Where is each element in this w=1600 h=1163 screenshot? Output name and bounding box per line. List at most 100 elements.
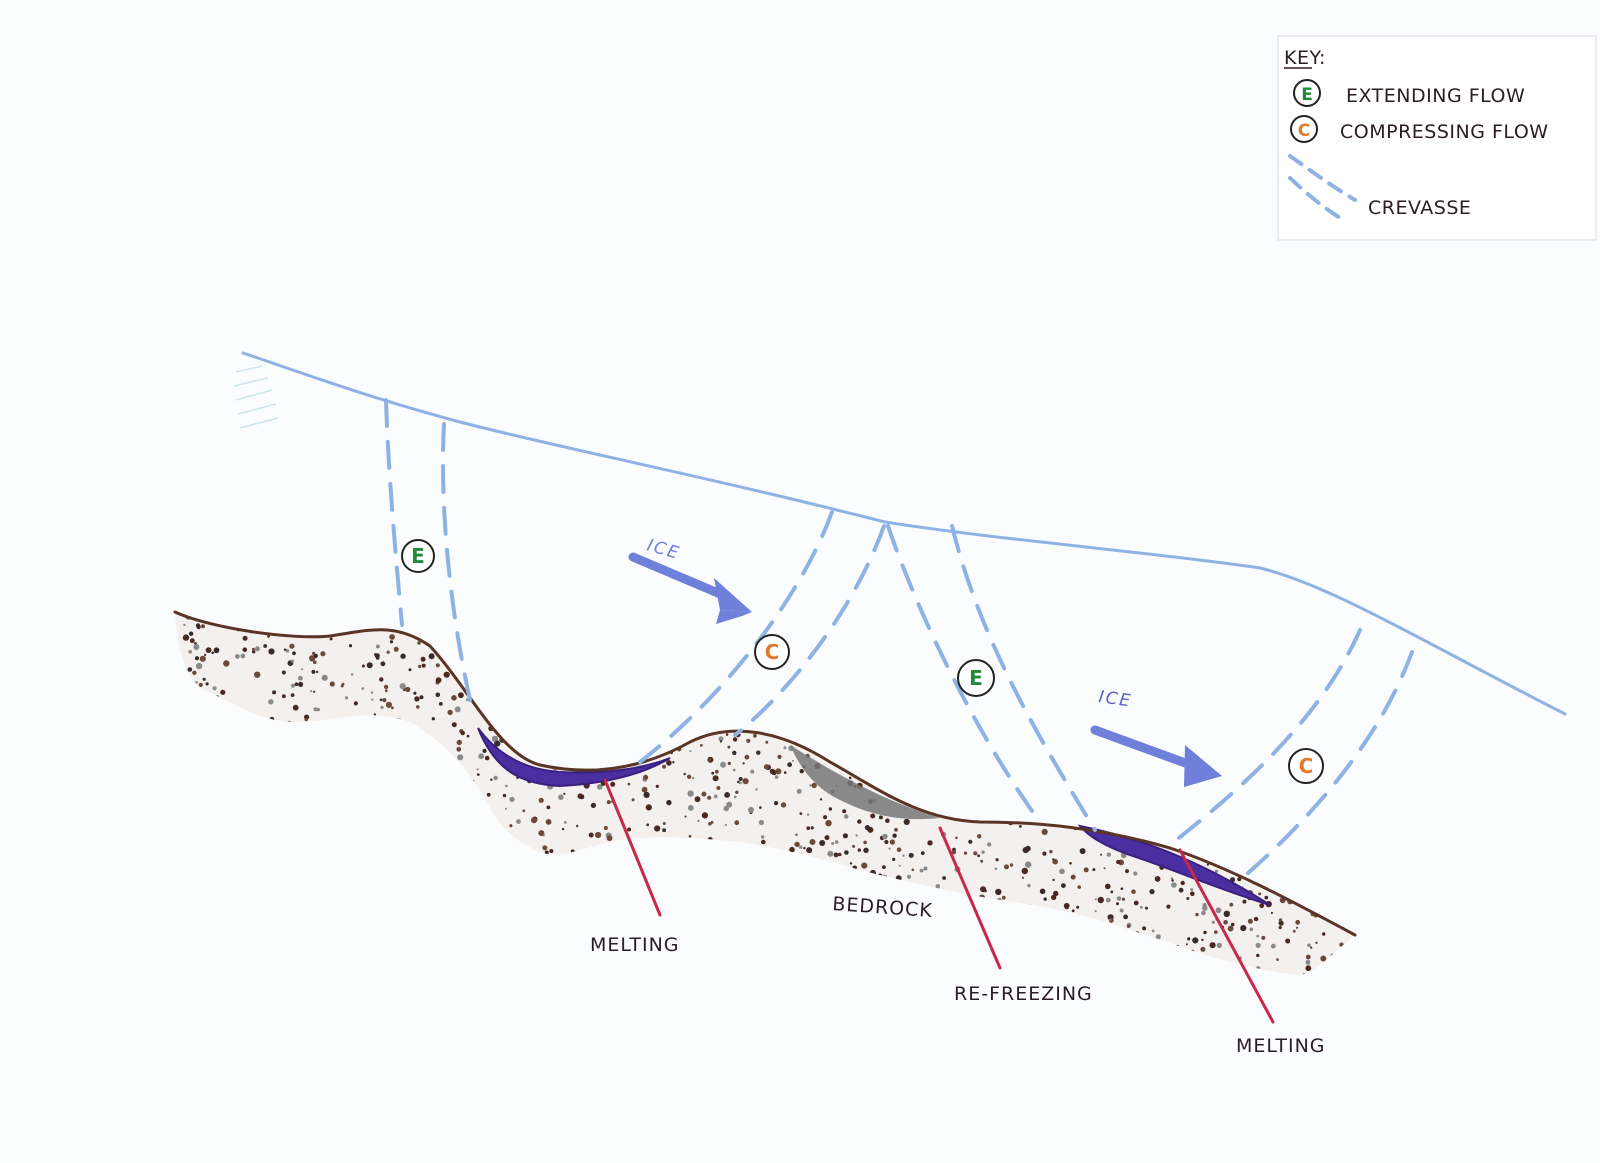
bedrock-speckle [460, 971, 466, 975]
bedrock-speckle [229, 931, 232, 935]
bedrock-speckle [549, 849, 554, 853]
bedrock-speckle [1175, 944, 1180, 949]
bedrock-speckle [235, 801, 242, 809]
bedrock-speckle [1091, 711, 1098, 717]
meltwater-patch-left [477, 727, 671, 788]
bedrock-speckle [312, 918, 316, 923]
bedrock-speckle [1277, 673, 1284, 679]
bedrock-speckle [687, 675, 693, 681]
bedrock-speckle [848, 776, 852, 780]
bedrock-speckle [614, 634, 620, 639]
bedrock-speckle [743, 698, 746, 701]
bedrock-speckle [1217, 829, 1223, 835]
bedrock-speckle [1258, 821, 1262, 825]
bedrock-speckle [240, 653, 246, 659]
bedrock-speckle [634, 648, 640, 654]
bedrock-speckle [416, 798, 423, 805]
bedrock-speckle [1226, 831, 1230, 834]
bedrock-speckle [1142, 926, 1147, 931]
bedrock-speckle [1129, 814, 1135, 820]
bedrock-speckle [971, 734, 978, 741]
bedrock-speckle [395, 934, 399, 937]
bedrock-speckle [379, 677, 384, 682]
bedrock-speckle [451, 695, 457, 701]
bedrock-speckle [253, 855, 259, 860]
bedrock-speckle [587, 658, 592, 663]
bedrock-speckle [343, 623, 349, 628]
bedrock-speckle [435, 663, 440, 668]
svg-text:E: E [411, 544, 425, 568]
bedrock-speckle [464, 887, 467, 890]
bedrock-speckle [261, 865, 267, 871]
bedrock-speckle [558, 794, 564, 800]
bedrock-speckle [794, 976, 800, 982]
bedrock-speckle [841, 954, 848, 960]
bedrock-speckle [578, 601, 583, 606]
bedrock-speckle [190, 605, 192, 607]
bedrock-speckle [285, 649, 290, 653]
bedrock-speckle [774, 938, 780, 944]
bedrock-speckle [916, 970, 923, 975]
bedrock-speckle [211, 651, 214, 655]
bedrock-speckle [1155, 934, 1161, 940]
bedrock-speckle [831, 875, 837, 880]
bedrock-speckle [743, 932, 748, 937]
bedrock-speckle [545, 645, 549, 648]
bedrock-speckle [410, 872, 418, 880]
bedrock-speckle [867, 757, 870, 760]
bedrock-speckle [793, 699, 796, 703]
bedrock-speckle [707, 633, 710, 637]
bedrock-speckle [819, 798, 823, 801]
bedrock-speckle [426, 781, 430, 785]
bedrock-label: BEDROCK [832, 893, 934, 922]
bedrock-speckle [844, 850, 849, 855]
bedrock-speckle [631, 858, 634, 860]
bedrock-speckle [947, 713, 952, 719]
bedrock-speckle [285, 870, 292, 877]
bedrock-speckle [1073, 674, 1078, 678]
bedrock-speckle [1143, 962, 1147, 967]
bedrock-speckle [708, 883, 716, 890]
bedrock-speckle [1094, 617, 1101, 623]
bedrock-speckle [1146, 628, 1153, 634]
bedrock-speckle [188, 700, 192, 705]
bedrock-speckle [1261, 686, 1267, 692]
bedrock-speckle [768, 612, 775, 617]
bedrock-speckle [396, 844, 403, 851]
bedrock-speckle [407, 909, 412, 914]
bedrock-speckle [310, 805, 313, 808]
bedrock-speckle [793, 975, 798, 980]
bedrock-speckle [1059, 868, 1065, 875]
bedrock-speckle [1185, 943, 1188, 946]
bedrock-speckle [449, 757, 456, 764]
bedrock-speckle [400, 799, 407, 806]
bedrock-speckle [418, 602, 422, 606]
bedrock-speckle [665, 892, 671, 898]
bedrock-speckle [1226, 721, 1231, 727]
bedrock-speckle [644, 716, 649, 721]
bedrock-speckle [1117, 721, 1122, 726]
bedrock-speckle [194, 598, 200, 604]
bedrock-speckle [181, 847, 184, 850]
bedrock-speckle [298, 609, 301, 612]
bedrock-speckle [1069, 862, 1072, 865]
bedrock-speckle [898, 612, 905, 616]
bedrock-speckle [713, 794, 718, 799]
bedrock-speckle [623, 742, 628, 747]
bedrock-speckle [891, 783, 897, 789]
bedrock-speckle [1112, 961, 1116, 964]
bedrock-speckle [291, 808, 295, 812]
bedrock-speckle [373, 858, 377, 862]
bedrock-speckle [531, 688, 537, 694]
bedrock-speckle [918, 763, 922, 767]
bedrock-speckle [926, 770, 929, 774]
bedrock-speckle [489, 832, 494, 837]
bedrock-speckle [912, 776, 916, 780]
bedrock-speckle [1200, 946, 1206, 952]
bedrock-speckle [231, 953, 237, 958]
bedrock-speckle [1099, 612, 1104, 617]
bedrock-speckle [1192, 647, 1196, 652]
bedrock-speckle [1278, 918, 1283, 922]
bedrock-speckle [577, 672, 582, 677]
bedrock-speckle [1355, 827, 1357, 829]
